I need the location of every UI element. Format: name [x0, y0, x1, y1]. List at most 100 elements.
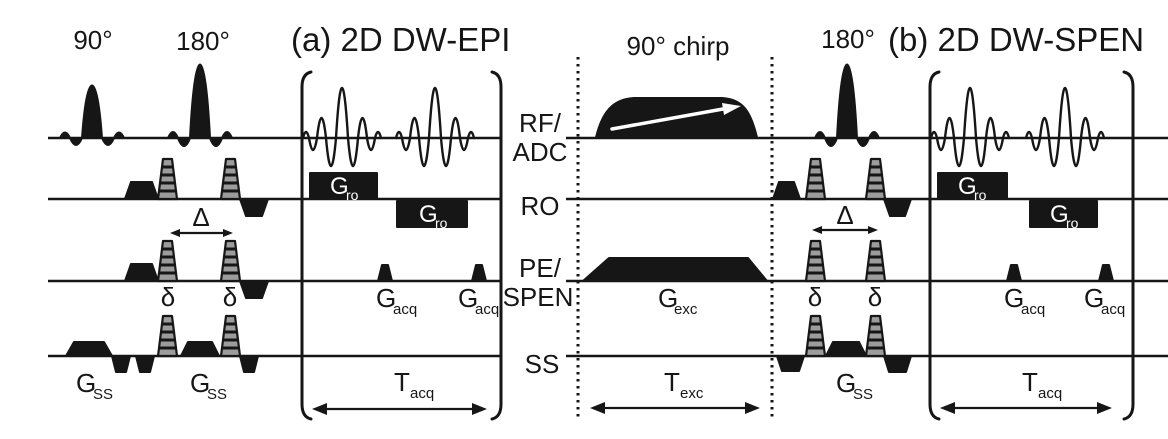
gro-label-b1-sub: ro — [974, 187, 987, 203]
gro-label-b2-sub: ro — [1066, 215, 1079, 231]
gacq-label-b2: G — [1084, 283, 1104, 313]
pulse-180-label-b: 180° — [821, 24, 875, 54]
rf-axis-label-line2: ADC — [513, 137, 568, 167]
adc-wavelet-a2 — [394, 86, 476, 168]
ro-prep-gradient-a — [124, 181, 159, 200]
ro-diffusion-gradient-b2 — [864, 157, 887, 201]
adc-wavelet-b1 — [929, 86, 1011, 168]
ro-row: G ro G ro G ro G ro — [124, 157, 1098, 231]
delta-arrow-a — [170, 229, 233, 237]
adc-wavelet-b2 — [1024, 86, 1106, 168]
sinc-pulse-180-b — [814, 63, 880, 147]
delta-small-a2: δ — [223, 282, 237, 312]
ro-diffusion-gradient-a2 — [219, 157, 242, 201]
ss-select-gradient-90 — [65, 341, 113, 357]
pe-rephase-gradient-a — [239, 280, 269, 299]
gacq-blip-a1 — [377, 264, 393, 282]
ss-crusher-b2 — [883, 355, 912, 373]
chirp-sweep-arrow — [610, 103, 741, 131]
tacq-arrow-a — [312, 403, 487, 415]
gro-label-b2: G — [1050, 201, 1069, 228]
ro-rephase-gradient-a — [239, 198, 269, 217]
gacq-label-a1: G — [376, 283, 396, 313]
texc-label: T — [664, 367, 680, 397]
panel-b-bracket-right — [1122, 70, 1135, 421]
pe-diffusion-gradient-b1 — [804, 239, 827, 283]
gacq-label-a2: G — [458, 283, 478, 313]
pe-diffusion-gradient-a2 — [219, 239, 242, 283]
ro-diffusion-gradient-a1 — [156, 157, 179, 201]
gro-label-b1: G — [958, 173, 977, 200]
axis-baselines — [48, 136, 1168, 358]
gro-rect-b2 — [1029, 200, 1098, 228]
pulse-180-label: 180° — [176, 26, 230, 56]
adc-wavelet-a1 — [301, 86, 383, 168]
gss-label-b: G — [836, 368, 856, 398]
gro-label-a1-sub: ro — [346, 187, 359, 203]
gacq-label-b1-sub: acq — [1021, 301, 1045, 318]
ro-axis-label: RO — [521, 191, 560, 221]
gacq-blip-b1 — [1006, 264, 1022, 282]
delta-big-a: Δ — [192, 202, 209, 232]
gro-label-a2-sub: ro — [435, 215, 448, 231]
gexc-gradient — [582, 257, 768, 282]
gacq-blip-a2 — [471, 264, 487, 282]
gacq-blip-b2 — [1098, 264, 1114, 282]
tacq-arrow-b — [940, 402, 1112, 414]
ro-diffusion-gradient-b1 — [804, 157, 827, 201]
gacq-label-a1-sub: acq — [393, 301, 417, 318]
ss-rephase-lobe-a1 — [111, 355, 131, 373]
pe-row: δ δ Δ G acq G acq G exc δ δ Δ G acq G ac… — [124, 200, 1125, 318]
delta-small-b2: δ — [868, 282, 882, 312]
pe-axis-label-line2: SPEN — [503, 282, 574, 312]
delta-big-b: Δ — [836, 200, 853, 230]
panel-a-bracket-left — [300, 70, 313, 421]
gacq-label-b2-sub: acq — [1101, 301, 1125, 318]
delta-small-a1: δ — [161, 282, 175, 312]
gro-rect-b1 — [937, 172, 1008, 200]
gss-label-a1: G — [76, 368, 96, 398]
axis-labels: RF/ ADC RO PE/ SPEN SS — [503, 108, 574, 379]
tacq-label-b-sub: acq — [1038, 385, 1062, 402]
gro-label-a1: G — [330, 173, 349, 200]
gacq-label-a2-sub: acq — [475, 301, 499, 318]
gss-label-a2: G — [190, 368, 210, 398]
gexc-label: G — [658, 283, 678, 313]
gro-rect-a1 — [309, 172, 378, 200]
ss-axis-label: SS — [525, 349, 560, 379]
texc-label-sub: exc — [680, 385, 704, 402]
panel-b-bracket-left — [928, 70, 941, 421]
panel-a-title: (a) 2D DW-EPI — [291, 21, 510, 58]
panel-a-bracket-right — [490, 70, 503, 421]
chirp-label: 90° chirp — [627, 31, 730, 61]
pe-diffusion-gradient-b2 — [864, 239, 887, 283]
ss-crusher-b1 — [776, 355, 805, 372]
ss-diffusion-gradient-a2 — [219, 314, 242, 358]
ss-select-gradient-180a — [180, 341, 220, 357]
gacq-label-b1: G — [1004, 283, 1024, 313]
gss-label-a1-sub: SS — [93, 386, 113, 403]
pe-prep-gradient-a — [124, 263, 159, 282]
gss-label-a2-sub: SS — [207, 386, 227, 403]
ss-select-gradient-180b — [825, 341, 867, 357]
gss-label-b-sub: SS — [853, 386, 873, 403]
sinc-pulse-180-a — [167, 63, 233, 147]
headline-labels: 90° 180° (a) 2D DW-EPI 90° chirp 180° (b… — [73, 21, 1144, 61]
rf-row — [59, 63, 1106, 168]
delta-arrow-b — [812, 226, 878, 234]
tacq-label-b: T — [1022, 367, 1038, 397]
ss-diffusion-gradient-a1 — [156, 314, 179, 358]
ss-row: G SS G SS G SS — [65, 314, 912, 403]
section-delimiters — [300, 57, 1135, 421]
pe-axis-label-line1: PE/ — [519, 253, 562, 283]
pe-diffusion-gradient-a1 — [156, 239, 179, 283]
ss-diffusion-gradient-b1 — [804, 314, 827, 358]
sinc-pulse-90 — [59, 84, 125, 146]
gro-label-a2: G — [419, 201, 438, 228]
ss-diffusion-gradient-b2 — [864, 314, 887, 358]
ro-prep-gradient-b — [772, 181, 801, 200]
ro-rephase-gradient-b — [883, 198, 912, 217]
ss-crusher-a2 — [239, 355, 259, 373]
